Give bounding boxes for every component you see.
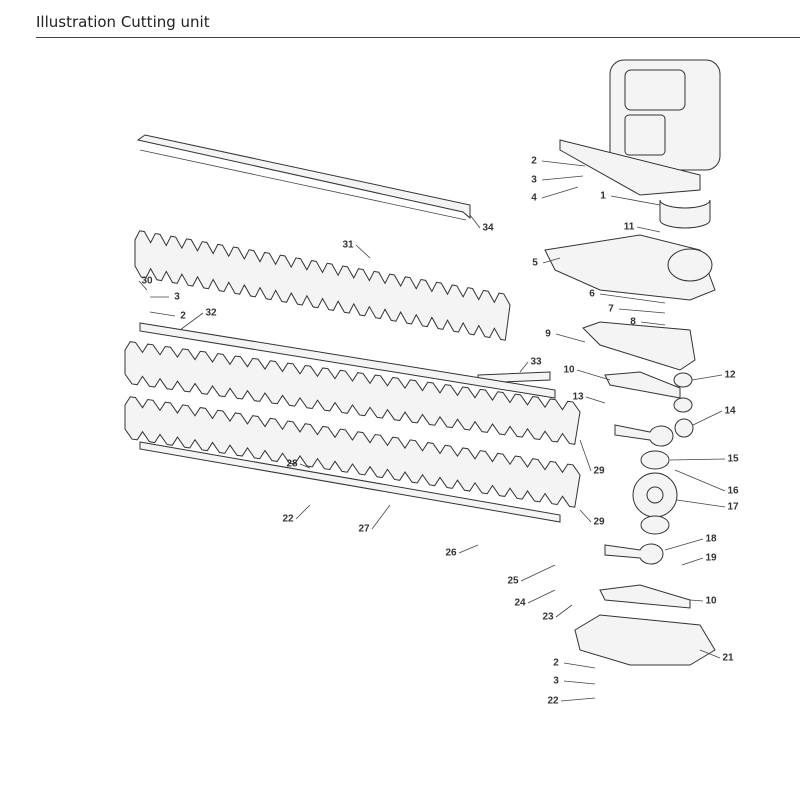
leader-line <box>579 509 592 523</box>
part-callout-22: 22 <box>282 514 294 525</box>
guide-plate <box>604 371 681 399</box>
part-callout-16: 16 <box>727 486 739 497</box>
gasket <box>582 321 696 371</box>
part-callout-34: 34 <box>482 223 494 234</box>
part-callout-14: 14 <box>724 406 736 417</box>
leader-line <box>640 321 666 326</box>
part-callout-3: 3 <box>531 175 537 186</box>
part-callout-29: 29 <box>593 517 605 528</box>
leader-line <box>563 662 596 669</box>
upper-plate-32 <box>139 322 556 399</box>
leader-line <box>669 458 726 461</box>
part-callout-23: 23 <box>542 612 554 623</box>
leader-line <box>560 697 596 702</box>
leader-line <box>664 538 704 551</box>
leader-line <box>555 333 586 343</box>
part-callout-9: 9 <box>545 329 551 340</box>
leader-line <box>542 257 561 264</box>
part-callout-33: 33 <box>530 357 542 368</box>
lower-bar-27 <box>139 441 561 523</box>
part-callout-26: 26 <box>445 548 457 559</box>
leader-line <box>355 244 371 259</box>
connecting-rod-lower <box>604 543 664 565</box>
part-callout-15: 15 <box>727 454 739 465</box>
leader-line <box>618 308 666 314</box>
leader-line <box>692 410 723 426</box>
part-callout-7: 7 <box>608 304 614 315</box>
page-title: Illustration Cutting unit <box>36 13 210 31</box>
engine-housing <box>559 59 721 196</box>
leader-line <box>295 504 311 520</box>
gearbox-housing-upper <box>544 234 716 301</box>
leader-line <box>689 599 704 602</box>
gear-cover-lower <box>574 614 716 666</box>
part-callout-4: 4 <box>531 193 537 204</box>
leader-line <box>563 680 596 685</box>
leader-line <box>179 312 204 331</box>
part-callout-24: 24 <box>514 598 526 609</box>
part-callout-22: 22 <box>547 696 559 707</box>
part-callout-2: 2 <box>531 156 537 167</box>
part-callout-8: 8 <box>630 317 636 328</box>
leader-line <box>676 499 726 508</box>
leader-line <box>610 195 661 206</box>
upper-blade-31 <box>134 230 511 341</box>
blade-upper-row <box>124 341 581 445</box>
leader-line <box>541 186 579 199</box>
part-callout-32: 32 <box>205 308 217 319</box>
blade-lower-row <box>124 396 581 508</box>
title-divider <box>36 37 800 38</box>
part-callout-25: 25 <box>507 576 519 587</box>
part-callout-19: 19 <box>705 553 717 564</box>
part-callout-1: 1 <box>600 191 606 202</box>
leader-line <box>555 604 573 618</box>
part-callout-13: 13 <box>572 392 584 403</box>
part-callout-12: 12 <box>724 370 736 381</box>
part-callout-18: 18 <box>705 534 717 545</box>
part-callout-3: 3 <box>174 292 180 303</box>
leader-line <box>699 649 721 659</box>
leader-line <box>576 369 611 381</box>
leader-line <box>519 361 529 373</box>
leader-line <box>541 175 584 181</box>
part-callout-29: 29 <box>593 466 605 477</box>
guide-plate-lower <box>599 584 691 609</box>
part-callout-17: 17 <box>727 502 739 513</box>
leader-line <box>636 226 661 233</box>
leader-line <box>585 396 606 404</box>
blade-guard <box>136 134 471 220</box>
leader-line <box>599 293 666 304</box>
part-callout-21: 21 <box>722 653 734 664</box>
leader-line <box>458 544 479 554</box>
part-callout-10: 10 <box>563 365 575 376</box>
leader-line <box>674 469 726 492</box>
leader-line <box>149 311 176 317</box>
part-callout-5: 5 <box>532 258 538 269</box>
leader-line <box>527 589 556 604</box>
leader-line <box>299 463 311 469</box>
part-callout-11: 11 <box>624 222 635 233</box>
connecting-rod-upper <box>614 424 674 447</box>
leader-line <box>681 557 704 566</box>
part-callout-2: 2 <box>553 658 559 669</box>
part-callout-6: 6 <box>589 289 595 300</box>
leader-line <box>691 374 723 381</box>
part-callout-10: 10 <box>705 596 717 607</box>
leader-line <box>138 280 148 291</box>
leader-line <box>469 214 481 229</box>
leader-line <box>579 439 592 472</box>
part-callout-30: 30 <box>141 276 153 287</box>
part-callout-3: 3 <box>553 676 559 687</box>
part-callout-27: 27 <box>358 524 370 535</box>
clutch-drum <box>659 199 711 229</box>
leader-line <box>541 160 586 167</box>
part-callout-31: 31 <box>342 240 354 251</box>
leader-line <box>520 564 556 582</box>
leader-line <box>371 504 391 530</box>
part-callout-2: 2 <box>180 311 186 322</box>
part-callout-28: 28 <box>286 459 298 470</box>
